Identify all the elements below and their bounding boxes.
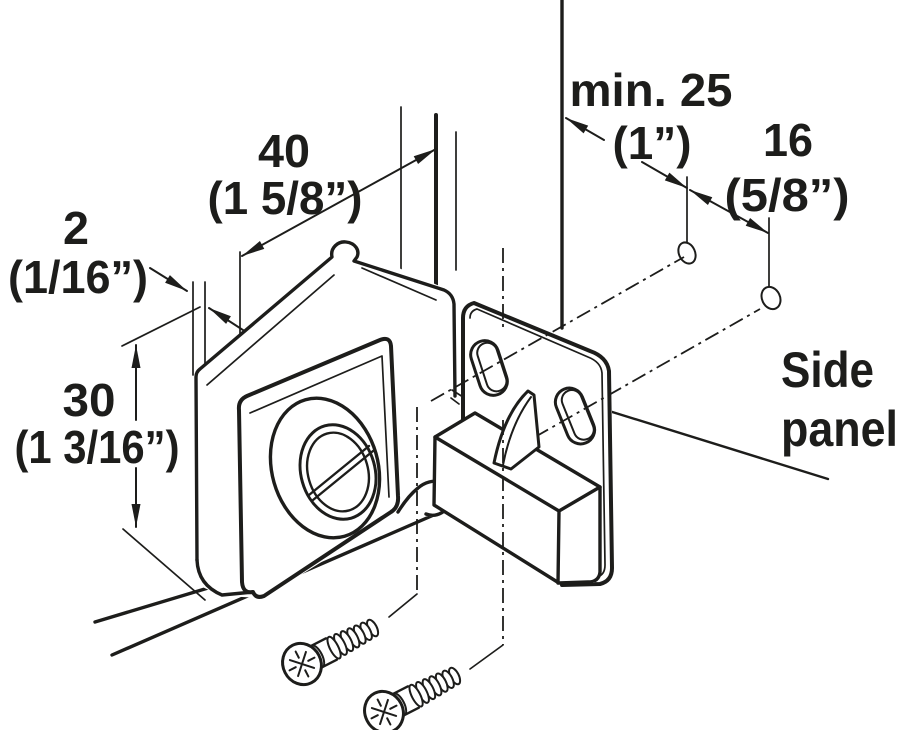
- glass-clamp-part: [194, 240, 457, 599]
- side-panel-hole-2: [760, 285, 782, 311]
- catch-housing-block: [432, 411, 602, 585]
- catch-wedge: [492, 389, 541, 471]
- dim-40-inch-label: (1 5/8”): [208, 172, 363, 224]
- side-panel-label-line1: Side: [781, 342, 874, 398]
- dim-16-inch-label: (5/8”): [725, 169, 850, 221]
- dim-min25-mm-label: min. 25: [570, 64, 733, 116]
- turn-lock-slot: [307, 444, 375, 502]
- side-panel-label-line2: panel: [781, 401, 898, 457]
- dim-2-inch-label: (1/16”): [8, 251, 148, 303]
- dimension-30: [121, 306, 206, 601]
- dim-min25-inch-label: (1”): [613, 117, 692, 169]
- dimension-2: [149, 267, 261, 381]
- screw-2: [356, 649, 479, 730]
- dim-30-inch-label: (1 3/16”): [15, 421, 180, 473]
- dim-30-mm-label: 30: [63, 374, 116, 426]
- dim-16-mm-label: 16: [763, 114, 813, 166]
- dim-40-mm-label: 40: [258, 125, 310, 177]
- center-line-hole-1: [430, 256, 685, 402]
- side-panel-hole-1: [677, 241, 697, 265]
- turn-lock: [268, 396, 382, 540]
- dimension-16: [689, 189, 769, 234]
- dimension-min25: [565, 117, 688, 189]
- dim-2-mm-label: 2: [63, 202, 89, 254]
- screw-1: [274, 601, 397, 693]
